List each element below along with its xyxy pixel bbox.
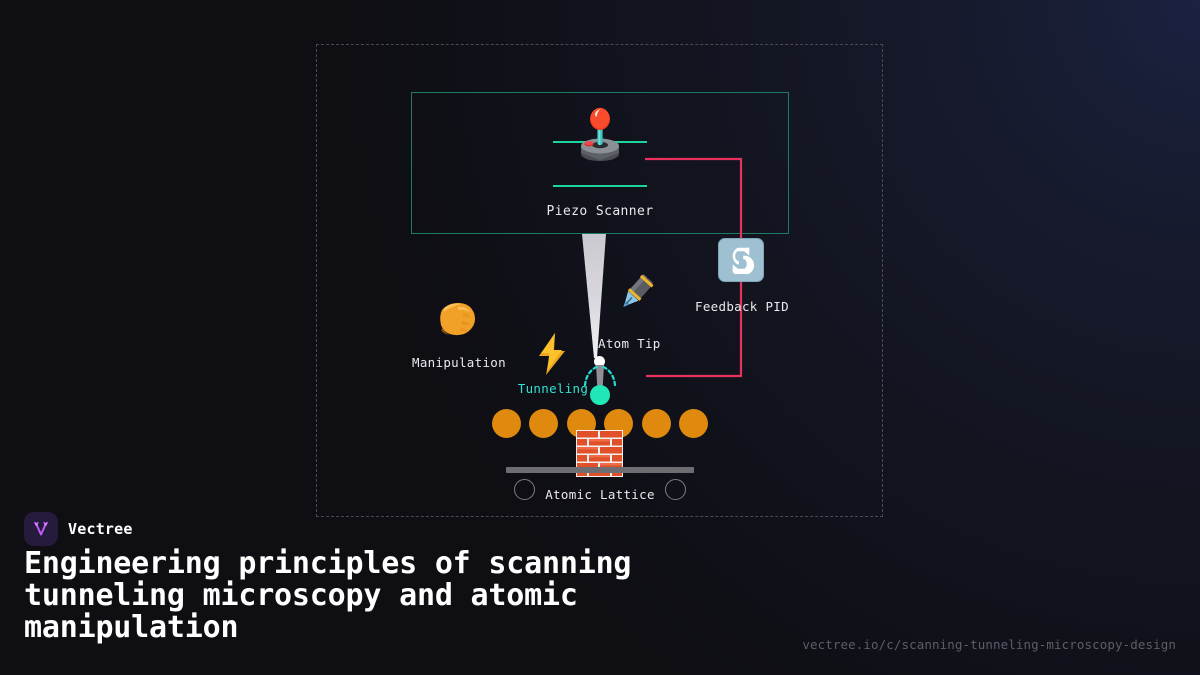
joystick-icon: [576, 106, 624, 162]
lattice-atom: [679, 409, 708, 438]
tunneling-gap: [578, 365, 622, 401]
lattice-atom: [529, 409, 559, 438]
page-title: Engineering principles of scanning tunne…: [24, 546, 632, 646]
lattice-ring-right: [665, 479, 686, 500]
piezo-scanner-label: Piezo Scanner: [546, 204, 654, 219]
feedback-pid-label: Feedback PID: [695, 299, 789, 314]
repeat-arrows-icon: [718, 238, 764, 282]
tunneling-label: Tunneling: [517, 381, 589, 396]
surface-atom: [590, 385, 610, 405]
brand-row: Vectree: [24, 512, 133, 546]
lattice-ring-left: [514, 479, 535, 500]
fountain-pen-icon: [614, 271, 658, 315]
lightning-bolt-icon: [534, 332, 570, 376]
atom-tip-label: Atom Tip: [598, 336, 661, 351]
page-url: vectree.io/c/scanning-tunneling-microsco…: [802, 637, 1176, 652]
piezo-scanner-panel: [411, 92, 789, 234]
substrate-bar: [506, 467, 694, 473]
diagram-frame: [316, 44, 883, 517]
atomic-lattice-label: Atomic Lattice: [545, 487, 655, 502]
lattice-atom: [492, 409, 521, 438]
brand-name: Vectree: [68, 520, 133, 538]
lattice-atom: [641, 409, 671, 438]
scanning-tip-cone: [570, 234, 630, 359]
manipulation-label: Manipulation: [412, 355, 506, 370]
tip-apex-dot: [594, 356, 605, 367]
vectree-branch-logo-icon: [24, 512, 58, 546]
pinching-hand-icon: [436, 296, 480, 340]
piezo-scan-line-bottom: [553, 185, 647, 187]
